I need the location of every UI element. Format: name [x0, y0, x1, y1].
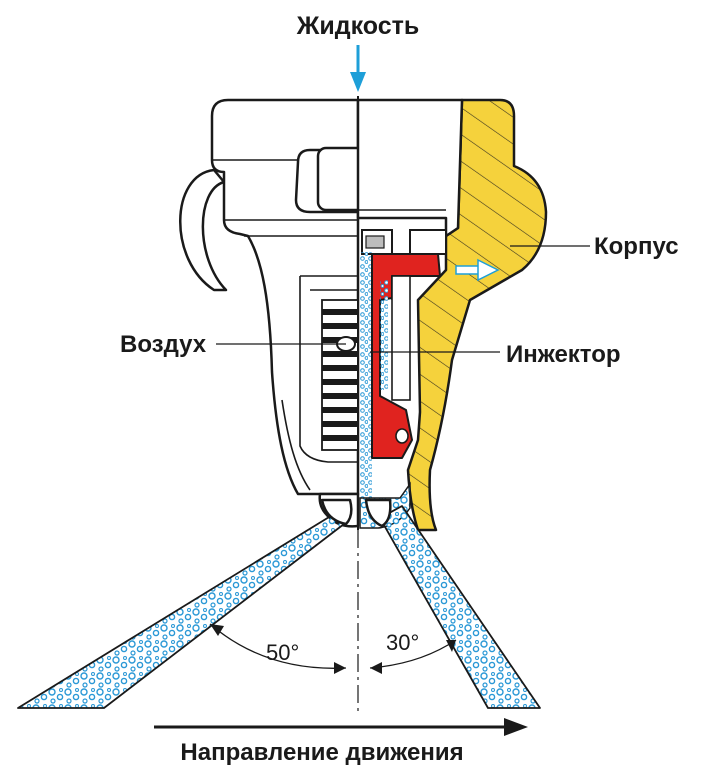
spray-right	[379, 505, 541, 709]
air-label: Воздух	[120, 331, 207, 358]
direction-arrowhead	[504, 718, 528, 736]
side-clip	[179, 168, 228, 292]
angle-arc-right	[369, 639, 457, 674]
nozzle-body-section	[356, 98, 548, 532]
injector-label: Инжектор	[506, 341, 621, 368]
angle-arc-left	[209, 623, 347, 674]
air-intake-fins	[321, 299, 359, 451]
injector	[371, 253, 441, 459]
direction-label: Направление движения	[180, 739, 463, 766]
spray-left	[17, 513, 345, 709]
body-flow-arrow	[455, 258, 500, 282]
liquid-label: Жидкость	[296, 12, 419, 40]
body-label: Корпус	[594, 233, 679, 260]
angle-left-label: 50°	[266, 640, 299, 665]
outlet-tip-left	[320, 498, 353, 526]
liquid-flow-arrowhead	[350, 72, 366, 92]
angle-right-label: 30°	[386, 630, 419, 655]
outlet-tip-right	[364, 498, 392, 528]
